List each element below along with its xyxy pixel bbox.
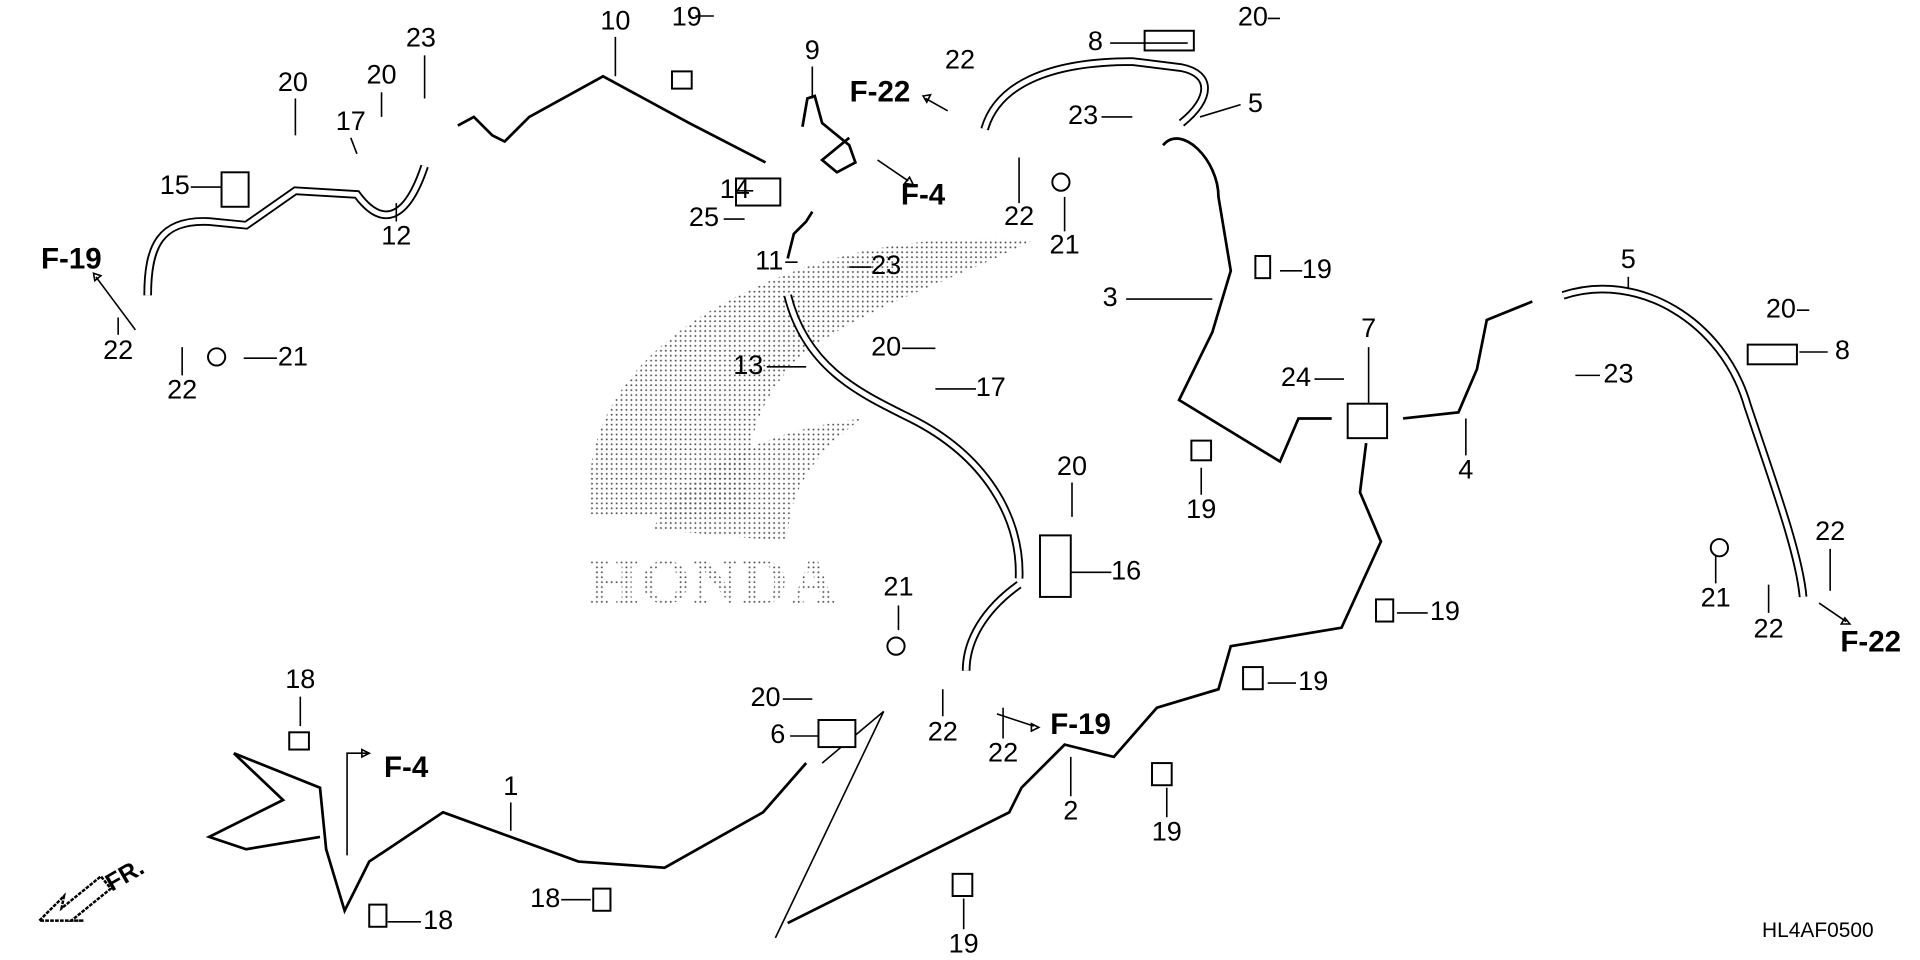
callout-1: 1 (503, 770, 518, 801)
front-direction-indicator: FR. (36, 854, 149, 922)
callout-19: 19 (949, 927, 979, 958)
bracket-15 (220, 171, 250, 208)
callout-20: 20 (278, 66, 308, 97)
ref-f4-bottom[interactable]: F-4 (384, 751, 429, 784)
callout-20: 20 (1238, 1, 1268, 32)
callout-8: 8 (1835, 334, 1850, 365)
callout-18: 18 (530, 882, 560, 913)
callout-22: 22 (1004, 200, 1034, 231)
pipe-3 (1162, 137, 1332, 464)
callout-6: 6 (770, 718, 785, 749)
callouts: 10 19 9 22 8 20 5 23 23 20 20 17 15 12 2… (103, 1, 1850, 959)
joint-7 (1346, 402, 1389, 440)
callout-18: 18 (285, 663, 315, 694)
pipe-4 (1402, 300, 1533, 420)
pipe-1 (233, 751, 808, 915)
diagram-code: HL4AF0500 (1762, 919, 1874, 942)
clip-18b (368, 903, 388, 928)
callout-20: 20 (750, 681, 780, 712)
callout-5: 5 (1621, 243, 1636, 274)
leader-lines (117, 15, 1831, 930)
callout-25: 25 (689, 201, 719, 232)
brake-pipes (143, 57, 1808, 939)
small-parts (207, 29, 1798, 928)
callout-19: 19 (672, 1, 702, 32)
callout-22: 22 (1815, 515, 1845, 546)
callout-8: 8 (1088, 25, 1103, 56)
callout-11: 11 (755, 244, 783, 275)
callout-24: 24 (1281, 361, 1311, 392)
ref-f4-top[interactable]: F-4 (901, 179, 946, 212)
callout-19: 19 (1152, 815, 1182, 846)
callout-10: 10 (600, 4, 630, 35)
callout-19: 19 (1298, 665, 1328, 696)
bracket-16 (1039, 534, 1072, 598)
clip-19d (1254, 255, 1272, 280)
callout-23: 23 (871, 249, 901, 280)
callout-3: 3 (1103, 281, 1118, 312)
callout-21: 21 (1050, 228, 1080, 259)
clip-19h (951, 872, 974, 897)
callout-21: 21 (1701, 582, 1731, 613)
callout-20: 20 (1766, 292, 1796, 323)
callout-12: 12 (381, 220, 411, 251)
callout-17: 17 (336, 105, 366, 136)
ref-f22-top[interactable]: F-22 (850, 75, 911, 108)
callout-19: 19 (1186, 493, 1216, 524)
figure-references: F-22 F-4 F-19 F-22 F-19 F-4 (41, 75, 1901, 784)
ref-f22-right[interactable]: F-22 (1840, 625, 1901, 658)
callout-2: 2 (1063, 794, 1078, 825)
callout-15: 15 (160, 169, 190, 200)
clip-18c (592, 887, 612, 912)
clip-19e (1375, 598, 1395, 623)
pipe-11 (786, 210, 814, 259)
pipe-9 (801, 94, 858, 174)
clamp-8b (1746, 343, 1798, 366)
callout-5: 5 (1248, 87, 1263, 118)
clip-19g (1151, 762, 1173, 787)
callout-19: 19 (1430, 595, 1460, 626)
honda-watermark-text: HONDA (588, 546, 839, 617)
callout-14: 14 (720, 173, 750, 204)
clip-19f (1242, 666, 1264, 691)
callout-4: 4 (1458, 454, 1473, 485)
clamp-8a (1143, 29, 1195, 52)
front-arrow-icon (36, 874, 113, 922)
callout-22: 22 (103, 334, 133, 365)
honda-wing-watermark: HONDA (588, 238, 1034, 617)
reference-arrows (92, 93, 1852, 759)
callout-17: 17 (976, 371, 1006, 402)
callout-22: 22 (945, 44, 975, 75)
joint-14 (735, 177, 782, 207)
clip-19 (671, 70, 693, 90)
callout-23: 23 (1603, 358, 1633, 389)
callout-16: 16 (1111, 554, 1141, 585)
callout-20: 20 (366, 58, 396, 89)
callout-7: 7 (1361, 312, 1376, 343)
callout-21: 21 (883, 570, 913, 601)
callout-22: 22 (988, 737, 1018, 768)
ref-f19-bottom[interactable]: F-19 (1050, 708, 1111, 741)
pipe-10 (457, 74, 767, 164)
callout-20: 20 (871, 330, 901, 361)
callout-21: 21 (278, 340, 308, 371)
ref-f19-left[interactable]: F-19 (41, 243, 102, 276)
callout-19: 19 (1302, 253, 1332, 284)
pipe-2 (787, 442, 1383, 925)
callout-20: 20 (1057, 450, 1087, 481)
callout-18: 18 (423, 904, 453, 935)
callout-23: 23 (1068, 99, 1098, 130)
callout-22: 22 (167, 374, 197, 405)
clip-18 (288, 731, 310, 751)
callout-23: 23 (406, 22, 436, 53)
callout-22: 22 (1754, 612, 1784, 643)
callout-9: 9 (805, 34, 820, 65)
callout-22: 22 (928, 716, 958, 747)
clip-19b (1190, 439, 1213, 462)
callout-13: 13 (733, 349, 763, 380)
bracket-6 (817, 719, 857, 749)
